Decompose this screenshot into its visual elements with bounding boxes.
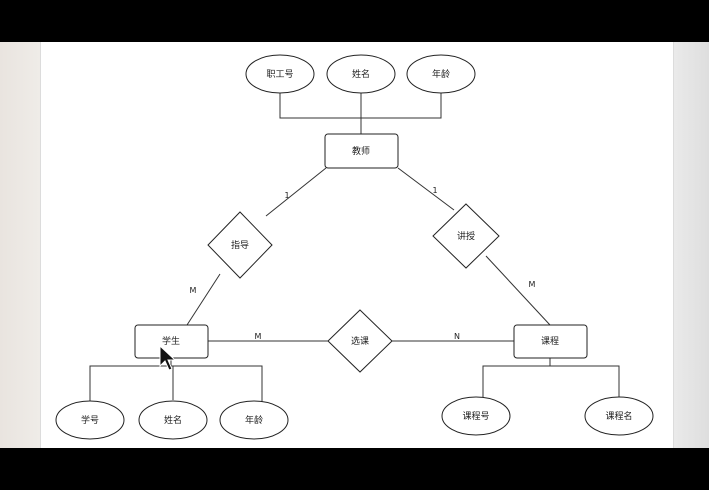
- document-page: [40, 42, 674, 448]
- entity-student: 学生: [134, 324, 209, 359]
- relationship-teach: 讲授: [432, 203, 500, 269]
- svg-text:年龄: 年龄: [245, 414, 263, 426]
- entity-teacher: 教师: [324, 133, 399, 169]
- attribute-teacher-name: 姓名: [326, 54, 396, 94]
- cardinality-teach-course: M: [529, 280, 536, 289]
- edge-student-attributes: [89, 365, 263, 402]
- attribute-course-name: 课程名: [584, 396, 654, 436]
- relationship-select: 选课: [327, 309, 393, 373]
- cardinality-select-course: N: [454, 332, 460, 341]
- svg-text:课程: 课程: [541, 336, 559, 347]
- attribute-student-id: 学号: [55, 400, 125, 440]
- svg-text:姓名: 姓名: [164, 414, 182, 426]
- relationship-guide: 指导: [207, 211, 273, 279]
- svg-text:讲授: 讲授: [457, 230, 475, 242]
- cardinality-student-select: M: [255, 332, 262, 341]
- attribute-teacher-id: 职工号: [245, 54, 315, 94]
- edge-guide-student: [186, 273, 221, 326]
- svg-text:学号: 学号: [81, 414, 99, 426]
- mouse-cursor-icon: [159, 344, 177, 371]
- svg-text:年龄: 年龄: [432, 68, 450, 80]
- attribute-student-name: 姓名: [138, 400, 208, 440]
- svg-text:课程名: 课程名: [605, 410, 632, 422]
- edge-teach-course: [485, 255, 551, 326]
- cardinality-guide-student: M: [190, 286, 197, 295]
- attribute-student-age: 年龄: [219, 400, 289, 440]
- attribute-teacher-age: 年龄: [406, 54, 476, 94]
- svg-text:课程号: 课程号: [462, 411, 489, 422]
- cardinality-teacher-teach: 1: [432, 186, 437, 195]
- edge-course-attributes: [482, 365, 620, 397]
- attribute-course-id: 课程号: [441, 396, 511, 436]
- svg-text:选课: 选课: [351, 335, 369, 347]
- svg-text:指导: 指导: [231, 239, 249, 251]
- svg-text:姓名: 姓名: [352, 68, 370, 80]
- edge-teacher-guide: [265, 167, 327, 217]
- svg-text:教师: 教师: [352, 145, 370, 157]
- entity-course: 课程: [513, 324, 588, 359]
- connector-lines: [89, 92, 620, 402]
- edge-teacher-teach: [397, 167, 455, 211]
- cardinality-teacher-guide: 1: [284, 191, 289, 200]
- svg-text:职工号: 职工号: [266, 69, 293, 80]
- svg-text:学生: 学生: [162, 335, 180, 347]
